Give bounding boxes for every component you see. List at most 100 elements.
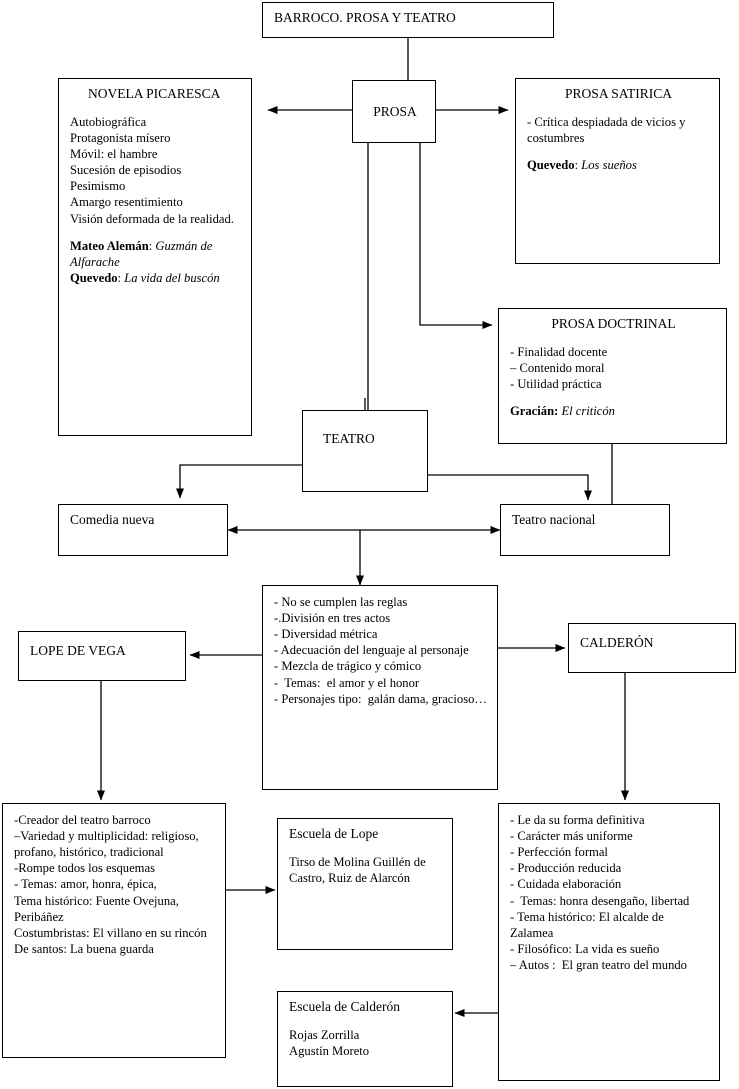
list-item: Agustín Moreto xyxy=(289,1043,370,1058)
node-prosa-satirica-lines: - Crítica despiadada de vicios y costumb… xyxy=(527,114,710,146)
node-prosa-satirica[interactable]: PROSA SATIRICA - Crítica despiadada de v… xyxy=(515,78,720,264)
author-sep: : xyxy=(148,238,156,253)
list-item: - Cuidada elaboración xyxy=(510,877,622,892)
author-work: La vida del buscón xyxy=(124,270,220,285)
node-calderon[interactable]: CALDERÓN xyxy=(568,623,736,673)
node-prosa-doctrinal-lines: - Finalidad docente – Contenido moral - … xyxy=(510,344,717,392)
node-prosa-label: PROSA xyxy=(373,103,417,119)
list-item: Sucesión de episodios xyxy=(70,163,182,178)
edge-prosa-to-doctrinal xyxy=(419,143,493,329)
list-item: Pesimismo xyxy=(70,179,126,194)
node-calderon-detalle-lines: - Le da su forma definitiva - Carácter m… xyxy=(510,812,710,973)
author-entry: Mateo Alemán: Guzmán de Alfarache xyxy=(70,238,242,270)
node-caracteristicas[interactable]: - No se cumplen las reglas -.División en… xyxy=(262,585,498,790)
spacer xyxy=(527,103,710,114)
list-item: - Personajes tipo: galán dama, gracioso… xyxy=(274,691,487,706)
node-teatro-nacional[interactable]: Teatro nacional xyxy=(500,504,670,556)
node-teatro-label: TEATRO xyxy=(323,431,375,446)
list-item: - Temas: el amor y el honor xyxy=(274,675,420,690)
author-work: El criticón xyxy=(561,404,615,419)
node-teatro[interactable]: TEATRO xyxy=(302,410,428,492)
node-escuela-de-calderon-title: Escuela de Calderón xyxy=(289,999,400,1014)
node-novela-picaresca[interactable]: NOVELA PICARESCA Autobiográfica Protagon… xyxy=(58,78,252,436)
list-item: - Producción reducida xyxy=(510,861,622,876)
list-item: De santos: La buena guarda xyxy=(14,941,154,956)
list-item: –Variedad y multiplicidad: religioso, pr… xyxy=(14,829,202,860)
list-item: - Temas: honra desengaño, libertad xyxy=(510,893,690,908)
node-lope-de-vega-label: LOPE DE VEGA xyxy=(30,643,126,658)
list-item: - Carácter más uniforme xyxy=(510,829,633,844)
node-prosa[interactable]: PROSA xyxy=(352,80,436,143)
author-entry: Gracián: El criticón xyxy=(510,403,717,419)
node-calderon-detalle[interactable]: - Le da su forma definitiva - Carácter m… xyxy=(498,803,720,1081)
node-novela-picaresca-lines: Autobiográfica Protagonista mísero Móvil… xyxy=(70,114,242,227)
list-item: -Creador del teatro barroco xyxy=(14,813,151,827)
list-item: Móvil: el hambre xyxy=(70,147,158,162)
author-name: Quevedo xyxy=(527,158,575,173)
list-item: - No se cumplen las reglas xyxy=(274,595,408,609)
list-item: -.División en tres actos xyxy=(274,611,391,626)
list-item: - Utilidad práctica xyxy=(510,377,602,392)
spacer xyxy=(527,146,710,157)
node-escuela-de-lope[interactable]: Escuela de Lope Tirso de Molina Guillén … xyxy=(277,818,453,950)
author-name: Gracián: xyxy=(510,404,559,419)
author-work: Guzmán de Alfarache xyxy=(70,238,216,269)
node-lope-detalle[interactable]: -Creador del teatro barroco –Variedad y … xyxy=(2,803,226,1058)
node-caracteristicas-lines: - No se cumplen las reglas -.División en… xyxy=(274,594,488,707)
node-prosa-doctrinal-authors: Gracián: El criticón xyxy=(510,403,717,419)
node-root-label: BARROCO. PROSA Y TEATRO xyxy=(274,10,456,25)
list-item: Protagonista mísero xyxy=(70,130,171,145)
list-item: - Diversidad métrica xyxy=(274,627,378,642)
node-escuela-de-calderon-lines: Rojas Zorrilla Agustín Moreto xyxy=(289,1027,443,1059)
node-teatro-nacional-label: Teatro nacional xyxy=(512,512,596,527)
node-prosa-doctrinal[interactable]: PROSA DOCTRINAL - Finalidad docente – Co… xyxy=(498,308,727,444)
node-prosa-doctrinal-title: PROSA DOCTRINAL xyxy=(551,316,676,331)
node-escuela-de-lope-title: Escuela de Lope xyxy=(289,826,379,841)
list-item: – Contenido moral xyxy=(510,360,605,375)
edge-teatro-to-comedia xyxy=(176,464,302,499)
list-item: -Rompe todos los esquemas xyxy=(14,861,155,876)
list-item: Tirso de Molina Guillén de Castro, Ruiz … xyxy=(289,854,429,885)
spacer xyxy=(510,392,717,403)
list-item: - Mezcla de trágico y cómico xyxy=(274,659,422,674)
list-item: - Tema histórico: El alcalde de Zalamea xyxy=(510,909,667,940)
spacer xyxy=(70,103,242,114)
spacer xyxy=(289,1016,443,1027)
author-work: Los sueños xyxy=(581,158,637,173)
author-name: Mateo Alemán xyxy=(70,238,149,253)
list-item: Rojas Zorrilla xyxy=(289,1027,360,1042)
list-item: Costumbristas: El villano en su rincón xyxy=(14,925,207,940)
node-prosa-satirica-title: PROSA SATIRICA xyxy=(565,86,672,101)
author-sep: : xyxy=(117,270,125,285)
node-lope-de-vega[interactable]: LOPE DE VEGA xyxy=(18,631,186,681)
list-item: - Crítica despiadada de vicios y costumb… xyxy=(527,114,689,145)
node-prosa-satirica-authors: Quevedo: Los sueños xyxy=(527,157,710,173)
list-item: - Filosófico: La vida es sueño xyxy=(510,941,660,956)
list-item: – Autos : El gran teatro del mundo xyxy=(510,957,687,972)
author-sep: : xyxy=(574,158,582,173)
author-entry: Quevedo: Los sueños xyxy=(527,157,710,173)
spacer xyxy=(289,843,443,854)
spacer xyxy=(510,333,717,344)
list-item: Amargo resentimiento xyxy=(70,195,183,210)
spacer xyxy=(70,227,242,238)
author-entry: Quevedo: La vida del buscón xyxy=(70,270,242,286)
node-comedia-nueva[interactable]: Comedia nueva xyxy=(58,504,228,556)
node-lope-detalle-lines: -Creador del teatro barroco –Variedad y … xyxy=(14,812,216,957)
node-novela-picaresca-authors: Mateo Alemán: Guzmán de Alfarache Queved… xyxy=(70,238,242,286)
list-item: Visión deformada de la realidad. xyxy=(70,211,234,226)
node-comedia-nueva-label: Comedia nueva xyxy=(70,512,155,527)
list-item: - Perfección formal xyxy=(510,845,608,860)
list-item: - Adecuación del lenguaje al personaje xyxy=(274,643,469,658)
node-escuela-de-calderon[interactable]: Escuela de Calderón Rojas Zorrilla Agust… xyxy=(277,991,453,1087)
node-escuela-de-lope-lines: Tirso de Molina Guillén de Castro, Ruiz … xyxy=(289,854,443,886)
list-item: - Temas: amor, honra, épica, xyxy=(14,877,157,892)
list-item: Tema histórico: Fuente Ovejuna, Peribáñe… xyxy=(14,893,183,924)
node-root[interactable]: BARROCO. PROSA Y TEATRO xyxy=(262,2,554,38)
author-name: Quevedo xyxy=(70,270,118,285)
list-item: - Finalidad docente xyxy=(510,344,608,359)
node-calderon-label: CALDERÓN xyxy=(580,635,654,650)
list-item: - Le da su forma definitiva xyxy=(510,813,645,827)
edge-teatro-to-nacional xyxy=(428,474,592,501)
